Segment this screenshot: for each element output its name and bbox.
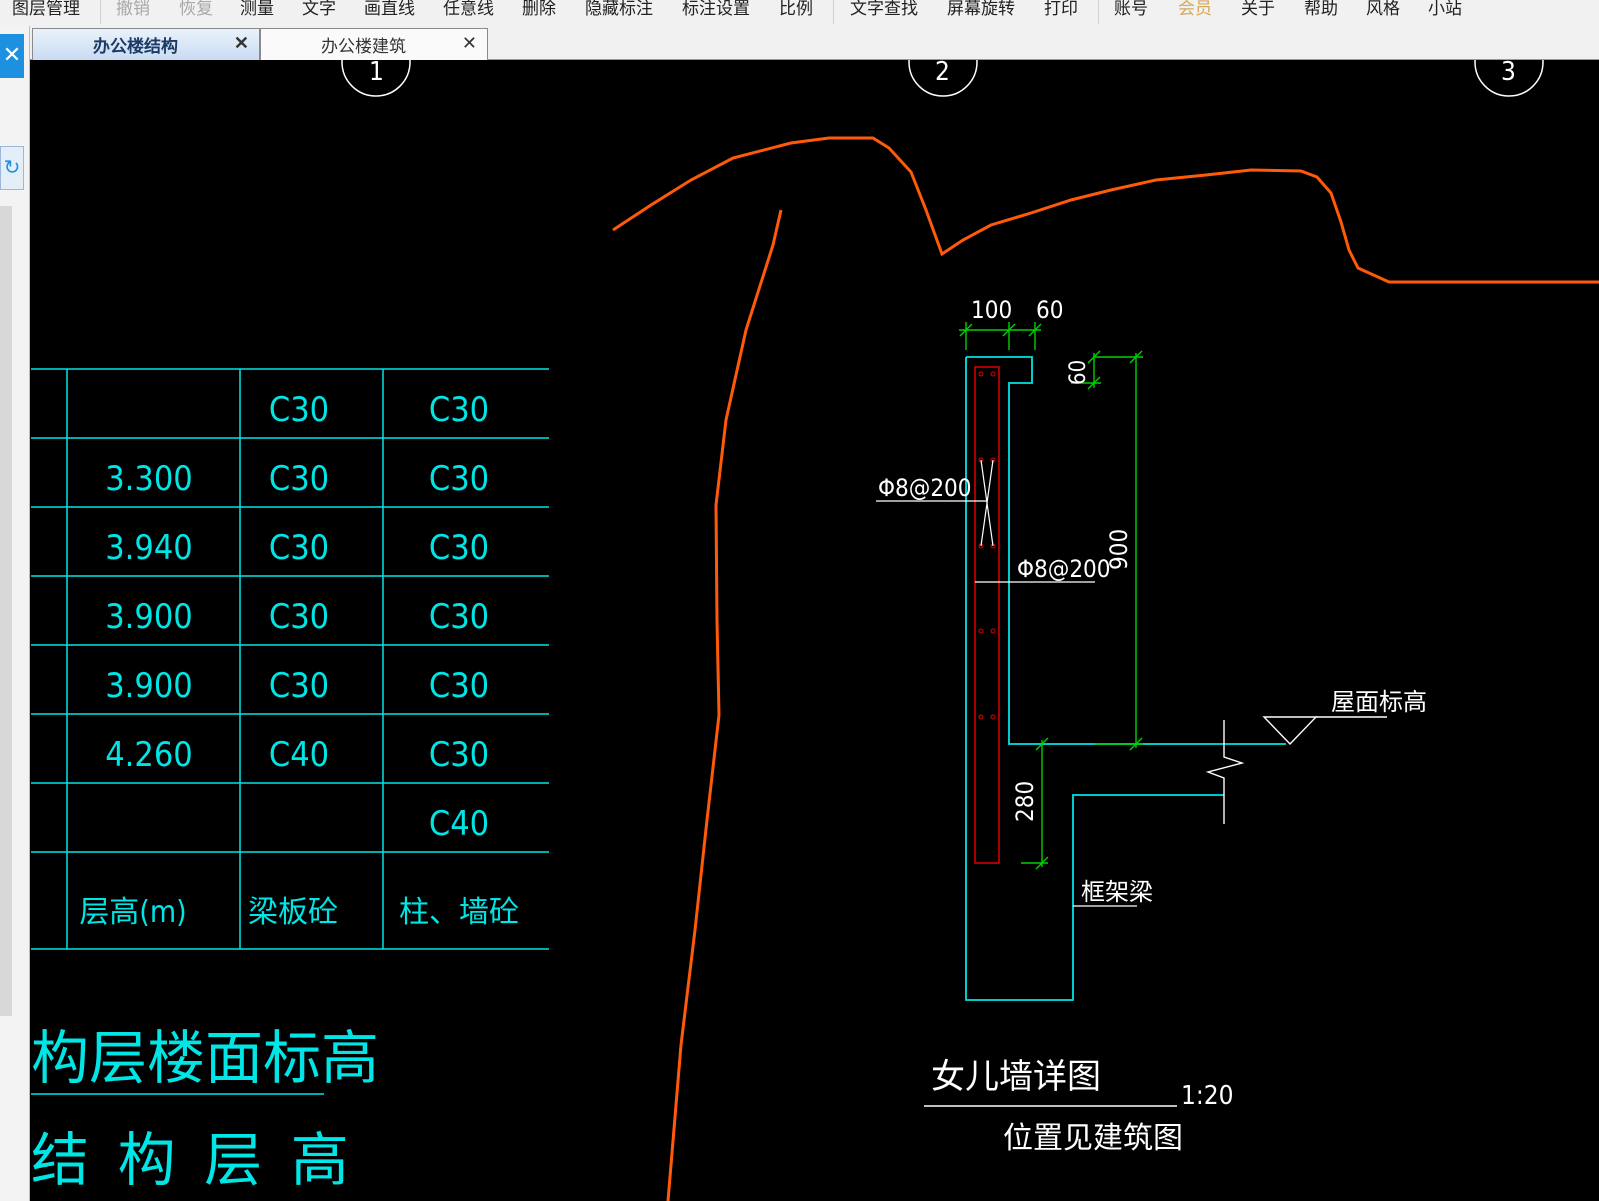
- table-cell: C30: [429, 390, 489, 430]
- tab-office-structure[interactable]: 办公楼结构 ✕: [32, 28, 260, 60]
- menu-freehand-line[interactable]: 任意线: [443, 0, 494, 18]
- table-cell: 3.940: [105, 528, 193, 568]
- tab-label: 办公楼结构: [93, 37, 178, 56]
- parapet-detail: 100 60 60 900 280 Φ8@200 Φ8@200 屋面标高 框架梁…: [876, 296, 1427, 1156]
- menu-scale[interactable]: 比例: [779, 0, 813, 18]
- menu-separator: [100, 0, 101, 24]
- table-title: 构层楼面标高: [31, 1024, 379, 1092]
- table-cell: 3.300: [105, 459, 193, 499]
- axis-marker-2: 2: [908, 60, 978, 97]
- dimension-label: 60: [1066, 360, 1091, 385]
- menu-text[interactable]: 文字: [302, 0, 336, 18]
- menu-screen-rotate[interactable]: 屏幕旋转: [947, 0, 1015, 18]
- table-cell: C30: [429, 735, 489, 775]
- table-cell: C30: [269, 528, 329, 568]
- menu-separator: [1098, 0, 1099, 24]
- menu-undo[interactable]: 撤销: [116, 0, 150, 18]
- axis-marker-3: 3: [1474, 60, 1544, 97]
- menu-text-search[interactable]: 文字查找: [850, 0, 918, 18]
- menu-measure[interactable]: 测量: [240, 0, 274, 18]
- frame-beam-label: 框架梁: [1081, 878, 1153, 906]
- detail-title: 女儿墙详图: [931, 1057, 1101, 1097]
- table-header-beam-slab: 梁板砼: [248, 895, 338, 930]
- tab-office-architecture[interactable]: 办公楼建筑 ✕: [260, 28, 488, 60]
- menu-separator: [833, 0, 834, 24]
- tab-label: 办公楼建筑: [321, 37, 406, 56]
- menu-about[interactable]: 关于: [1241, 0, 1275, 18]
- table-cell: C30: [429, 528, 489, 568]
- orange-markup-curve-top: [612, 136, 1599, 284]
- menu-dimension-settings[interactable]: 标注设置: [682, 0, 750, 18]
- panel-scrollbar[interactable]: [0, 206, 12, 1016]
- table-header-height: 层高(m): [79, 895, 186, 930]
- menu-style[interactable]: 风格: [1366, 0, 1400, 18]
- left-side-panel: ✕ ↻: [0, 26, 30, 1201]
- table-cell: 3.900: [105, 666, 193, 706]
- table-cell: C30: [429, 459, 489, 499]
- orange-markup-curve-left: [666, 209, 783, 1201]
- table-cell: 4.260: [105, 735, 193, 775]
- roof-elevation-label: 屋面标高: [1331, 688, 1427, 716]
- table-cell: C30: [269, 390, 329, 430]
- table-cell: C30: [269, 459, 329, 499]
- menu-redo[interactable]: 恢复: [179, 0, 213, 18]
- menu-vip[interactable]: 会员: [1178, 0, 1212, 18]
- refresh-icon[interactable]: ↻: [0, 146, 24, 190]
- close-icon[interactable]: ✕: [461, 33, 477, 53]
- svg-text:1: 1: [369, 60, 384, 87]
- axis-marker-1: 1: [341, 60, 411, 97]
- table-cell: C30: [429, 666, 489, 706]
- detail-scale: 1:20: [1181, 1081, 1234, 1111]
- menu-bar: 图层管理 撤销 恢复 测量 文字 画直线 任意线 删除 隐藏标注 标注设置 比例…: [0, 0, 1599, 26]
- floor-table-cells: C30 C30 3.300 C30 C30 3.940 C30 C30 3.90…: [79, 390, 519, 930]
- detail-note: 位置见建筑图: [1003, 1121, 1183, 1156]
- dimension-label: 100: [971, 296, 1012, 324]
- table-header-column-wall: 柱、墙砼: [399, 895, 519, 930]
- menu-draw-line[interactable]: 画直线: [364, 0, 415, 18]
- floor-table: [31, 368, 549, 950]
- document-tab-bar: 办公楼结构 ✕ 办公楼建筑 ✕: [0, 26, 1599, 60]
- svg-text:2: 2: [935, 60, 950, 87]
- svg-text:3: 3: [1501, 60, 1516, 87]
- close-icon[interactable]: ✕: [233, 33, 249, 53]
- table-cell: C30: [429, 597, 489, 637]
- rebar-label: Φ8@200: [878, 474, 972, 502]
- dimension-label: 280: [1011, 781, 1039, 822]
- menu-account[interactable]: 账号: [1114, 0, 1148, 18]
- dimension-label: 60: [1036, 296, 1063, 324]
- menu-help[interactable]: 帮助: [1304, 0, 1338, 18]
- cad-canvas[interactable]: 1 2 3 C30 C30 3.300 C30 C30 3.940 C30 C3…: [31, 60, 1599, 1201]
- table-cell: C40: [429, 804, 489, 844]
- close-panel-icon[interactable]: ✕: [0, 34, 24, 78]
- menu-mini-site[interactable]: 小站: [1428, 0, 1462, 18]
- menu-hide-dimensions[interactable]: 隐藏标注: [585, 0, 653, 18]
- table-cell: C30: [269, 597, 329, 637]
- table-cell: C30: [269, 666, 329, 706]
- menu-print[interactable]: 打印: [1044, 0, 1078, 18]
- menu-layer-manage[interactable]: 图层管理: [12, 0, 80, 18]
- menu-delete[interactable]: 删除: [522, 0, 556, 18]
- table-subtitle: 结 构 层 高: [31, 1126, 355, 1194]
- table-cell: C40: [269, 735, 329, 775]
- table-cell: 3.900: [105, 597, 193, 637]
- dimension-label: 900: [1105, 529, 1133, 570]
- rebar-label: Φ8@200: [1017, 555, 1111, 583]
